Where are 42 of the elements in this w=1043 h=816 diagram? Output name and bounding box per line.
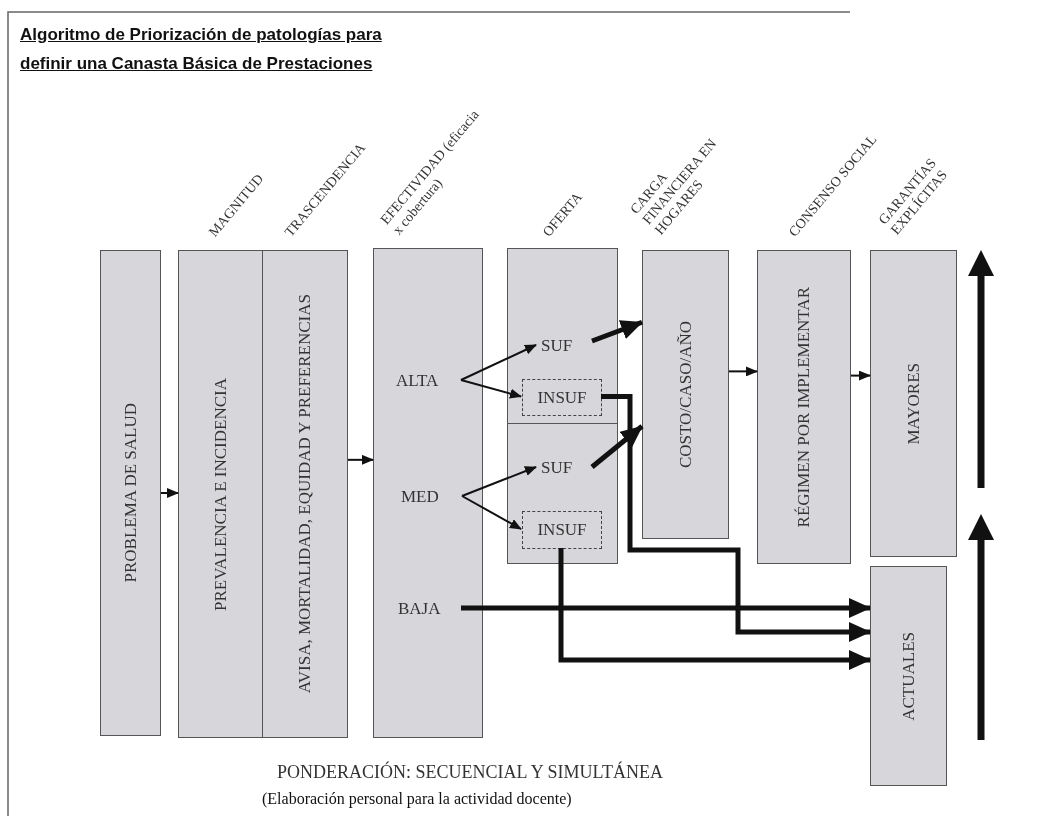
arrow xyxy=(601,394,871,642)
box-text: INSUF xyxy=(537,520,587,540)
arrow xyxy=(461,466,537,497)
process-box xyxy=(642,250,729,539)
arrow xyxy=(850,370,871,381)
level-text: SUF xyxy=(541,336,589,356)
level-text: SUF xyxy=(541,458,589,478)
dashed-box xyxy=(522,379,602,416)
box-text: INSUF xyxy=(537,387,587,408)
column-box xyxy=(373,248,483,738)
arrow xyxy=(461,598,871,618)
diagram-title: Algoritmo de Priorización de patologías para definir una Canasta Básica de Prestaciones xyxy=(20,24,383,75)
process-box xyxy=(870,566,947,786)
arrow xyxy=(460,379,522,399)
column-box xyxy=(507,248,618,424)
column-box xyxy=(507,423,618,564)
note-text: PONDERACIÓN: SECUENCIAL Y SIMULTÁNEA xyxy=(276,762,664,783)
arrow xyxy=(460,344,537,381)
dashed-box xyxy=(522,511,602,549)
box-text: COSTO/CASO/AÑO xyxy=(675,320,696,469)
arrow xyxy=(558,548,871,670)
box-text: PROBLEMA DE SALUD xyxy=(120,403,141,583)
box-text: AVISA, MORTALIDAD, EQUIDAD Y PREFERENCIAS xyxy=(295,294,315,694)
arrow xyxy=(461,495,522,530)
box-text: RÉGIMEN POR IMPLEMENTAR xyxy=(794,286,814,528)
process-box xyxy=(870,250,957,557)
box-text: ACTUALES xyxy=(898,631,919,721)
process-box xyxy=(178,250,263,738)
box-text: PREVALENCIA E INCIDENCIA xyxy=(210,377,231,611)
arrow xyxy=(728,366,758,377)
arrow xyxy=(347,454,374,465)
level-text: ALTA xyxy=(396,371,458,391)
arrow xyxy=(160,488,179,498)
process-box xyxy=(262,250,348,738)
arrow xyxy=(591,319,643,344)
box-text: MAYORES xyxy=(903,362,924,445)
level-text: MED xyxy=(401,487,459,507)
process-box xyxy=(757,250,851,564)
diagram-caption: (Elaboración personal para la actividad docente) xyxy=(262,790,572,808)
process-box xyxy=(100,250,161,736)
arrow xyxy=(590,424,644,469)
level-text: BAJA xyxy=(398,599,458,619)
